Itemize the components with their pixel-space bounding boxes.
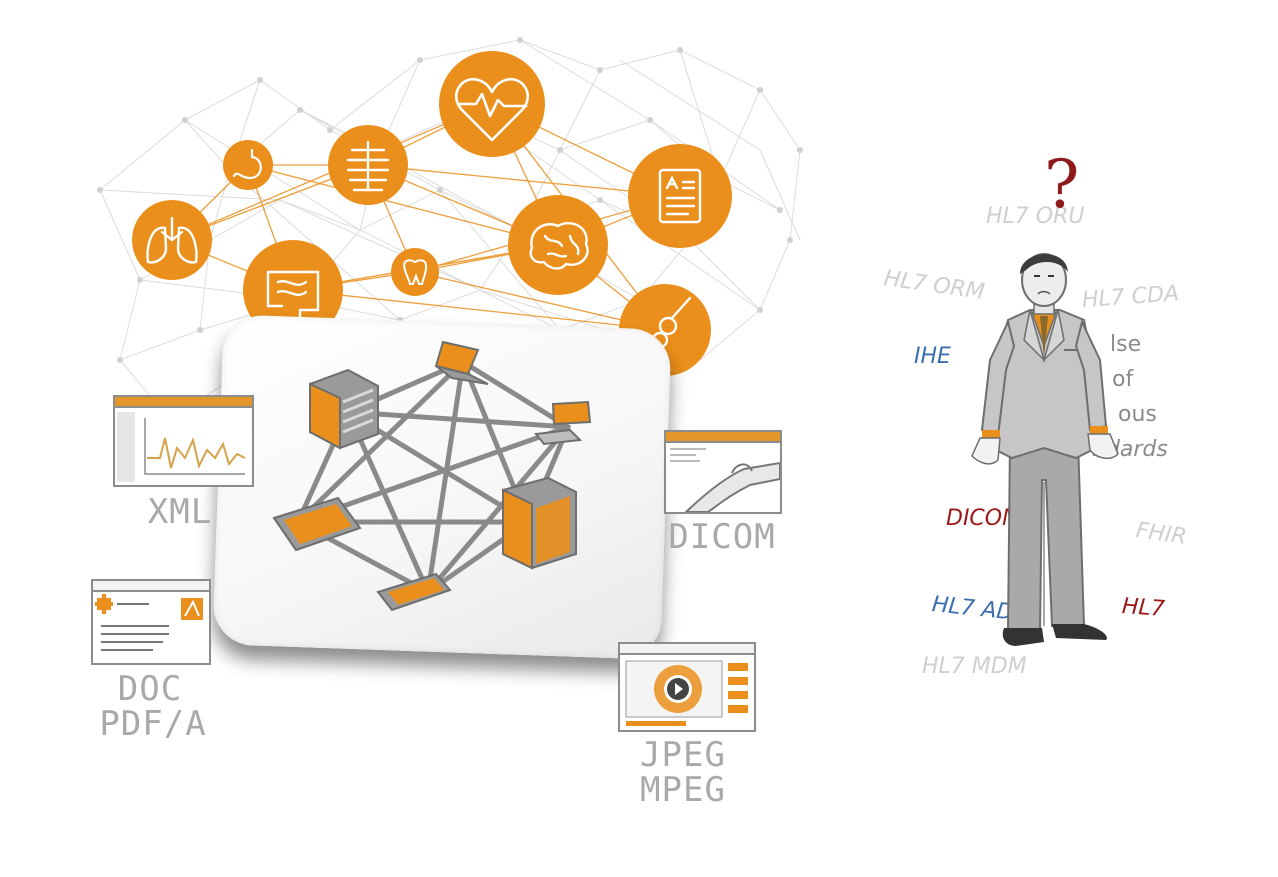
lungs-icon <box>132 200 212 280</box>
standard-ihe: IHE <box>914 344 951 369</box>
ribcage-icon <box>328 125 408 205</box>
server-icon <box>309 368 379 450</box>
tablet-icon <box>272 496 362 552</box>
standard-hl7-mdm: HL7 MDM <box>922 654 1027 679</box>
heart-pulse-icon <box>439 51 545 157</box>
question-mark: ? <box>1044 146 1080 223</box>
server-icon-right <box>502 476 577 570</box>
caption-line-3: ous <box>1118 402 1157 427</box>
xml-label: XML <box>147 492 213 532</box>
caption-line-2: of <box>1112 367 1134 392</box>
standard-hl7: HL7 <box>1121 594 1166 622</box>
jpeg-label: JPEG <box>640 735 726 775</box>
standard-hl7-oru: HL7 ORU <box>986 204 1085 229</box>
doc-window-icon <box>91 579 211 665</box>
desktop-icon <box>534 400 592 446</box>
tooth-icon <box>391 248 439 296</box>
brain-icon <box>508 195 608 295</box>
document-icon <box>628 144 732 248</box>
device-network <box>272 340 592 612</box>
laptop-icon <box>434 340 489 385</box>
dicom-label: DICOM <box>668 517 776 557</box>
dicom-window-icon <box>664 430 782 514</box>
confused-person-figure <box>971 253 1119 646</box>
xml-window-icon <box>113 395 254 487</box>
video-window-icon <box>618 642 756 732</box>
phone-icon <box>376 572 452 612</box>
stomach-icon <box>223 140 273 190</box>
pdfa-label: PDF/A <box>99 704 207 744</box>
mpeg-label: MPEG <box>640 770 726 810</box>
doc-label: DOC <box>117 669 183 709</box>
caption-line-1: lse <box>1110 332 1142 357</box>
